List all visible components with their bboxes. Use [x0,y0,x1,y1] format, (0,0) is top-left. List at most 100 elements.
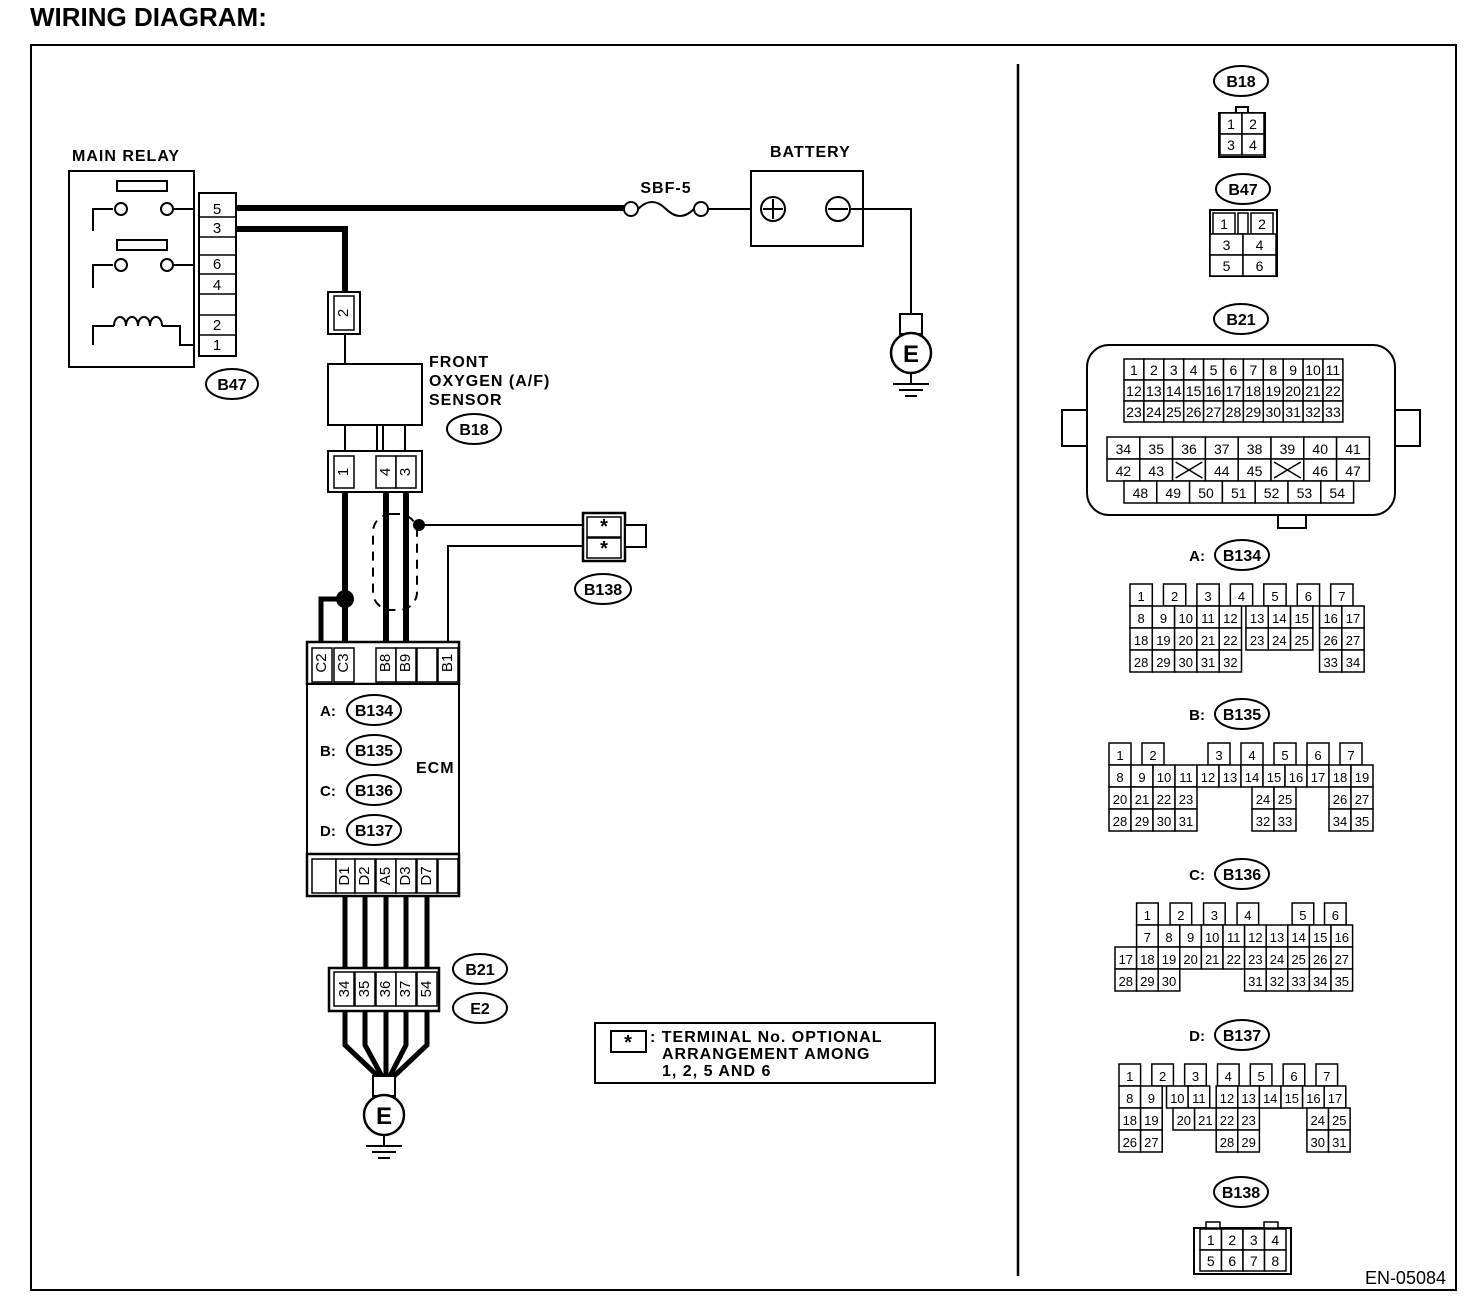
view-B137-pin: 18 [1123,1113,1137,1128]
view-B21-lower-pin: 39 [1280,441,1296,457]
view-B47-pin: 1 [1220,216,1228,232]
b21-pin-34: 34 [336,981,353,998]
view-B134-pin: 8 [1138,611,1145,626]
view-B135-pin: 14 [1245,770,1259,785]
view-B136-pin: 3 [1211,908,1218,923]
sensor-pin-4: 4 [377,468,394,476]
battery-label: BATTERY [770,144,851,161]
view-B134-pin: 7 [1338,589,1345,604]
view-B18-pin: 3 [1227,137,1235,153]
view-B21-key [1277,515,1307,529]
view-B136-pin: 11 [1227,930,1241,945]
view-B138-pin: 1 [1207,1232,1215,1248]
sensor-top-connector-inner [333,295,355,331]
view-B134-pin: 18 [1134,633,1148,648]
ecm-bottom-pin-box-2 [354,858,376,894]
view-B136-pin: 13 [1270,930,1284,945]
view-B134-pin: 17 [1346,611,1360,626]
ecm-connector-B134: B134 [355,703,393,720]
view-B134-pin: 5 [1271,589,1278,604]
main-relay-pin-5: 5 [213,201,221,218]
diagram-frame [30,44,1457,1291]
relay-contact-1-a [114,202,128,216]
e2-connector-label-oval [452,992,508,1024]
view-B21-lower-pin: 34 [1116,441,1132,457]
view-B135-pin: 33 [1278,814,1292,829]
view-B135-pin: 10 [1157,770,1171,785]
view-B135-pin: 16 [1289,770,1303,785]
view-B21-upper-pin: 7 [1249,362,1257,378]
view-B135-pin: 3 [1215,748,1222,763]
view-B21-upper-pin: 20 [1285,383,1301,399]
view-B136-cell [1330,968,1354,992]
view-B134-pin: 28 [1134,655,1148,670]
note-line-2: ARRANGEMENT AMONG [662,1046,870,1063]
ecm-connector-B135: B135 [355,743,393,760]
view-B21-lower-pin: 44 [1214,463,1230,479]
main-relay-pin-1: 1 [213,337,221,354]
b21-pin-box-1 [354,971,376,1007]
main-relay-connector-B47: B47 [217,377,246,394]
view-B134-pin: 31 [1201,655,1215,670]
view-B138-pin: 4 [1271,1232,1279,1248]
ecm-pin-D3: D3 [397,866,414,885]
note-symbol: * [624,1032,632,1054]
view-B21-upper-pin: 18 [1246,383,1262,399]
view-B134-pin: 19 [1156,633,1170,648]
view-B134-pin: 11 [1201,611,1215,626]
view-B135-pin: 5 [1281,748,1288,763]
ecm-bottom-pin-box-5 [416,858,438,894]
view-B21-upper-pin: 17 [1226,383,1242,399]
fuse-terminal-left [623,201,639,217]
view-B138-cell [1263,1249,1287,1272]
view-B137-pin: 13 [1241,1091,1255,1106]
ecm-pin-D1: D1 [336,866,353,885]
view-B135-pin: 25 [1278,792,1292,807]
main-relay-pin-2: 2 [213,317,221,334]
ground-battery-label: E [903,341,919,368]
sensor-connector-B18-oval [446,413,502,445]
view-B135-pin: 31 [1179,814,1193,829]
view-B135-pin: 6 [1314,748,1321,763]
ground-ecm-terminal [372,1075,396,1097]
view-B134-pin: 4 [1238,589,1245,604]
view-B136-pin: 2 [1177,908,1184,923]
view-B21-lower-pin: 49 [1165,485,1181,501]
view-B135-pin: 15 [1267,770,1281,785]
view-B138-pin: 5 [1207,1253,1215,1269]
view-B137-pin: 29 [1241,1135,1255,1150]
view-B21-upper-pin: 4 [1190,362,1198,378]
view-B138-pin: 8 [1271,1253,1279,1269]
view-B134-pin: 12 [1223,611,1237,626]
view-B138-label: B138 [1222,1185,1260,1202]
view-B136-label: B136 [1223,867,1261,884]
view-B21-upper-pin: 3 [1170,362,1178,378]
sensor-pin-box-1 [333,455,355,489]
ecm-top-pin-box-0 [311,647,333,683]
view-B21-upper-cell [1322,400,1344,423]
view-B21-upper-pin: 5 [1210,362,1218,378]
b138-latch [624,524,647,548]
b138-connector-label: B138 [584,582,622,599]
view-B134-pin: 20 [1179,633,1193,648]
view-B21-ear-left [1061,409,1087,447]
view-B21-lower-pin: 46 [1312,463,1328,479]
view-B135-pin: 12 [1201,770,1215,785]
view-B135-pin: 4 [1248,748,1255,763]
view-B134-pin: 13 [1250,611,1264,626]
view-B136-pin: 5 [1299,908,1306,923]
view-B136-pin: 25 [1291,952,1305,967]
sensor-top-pin: 2 [335,309,352,317]
view-B135-pin: 34 [1333,814,1347,829]
view-B135-pin: 22 [1157,792,1171,807]
view-B136-pin: 32 [1270,974,1284,989]
view-B137-pin: 8 [1126,1091,1133,1106]
view-B134-pin: 10 [1179,611,1193,626]
relay-contact-2-a [114,258,128,272]
view-B136-pin: 6 [1332,908,1339,923]
fuse-label: SBF-5 [640,180,691,197]
view-B135-label-oval [1214,698,1270,730]
view-B135-pin: 18 [1333,770,1347,785]
sensor-pin-1: 1 [335,468,352,476]
